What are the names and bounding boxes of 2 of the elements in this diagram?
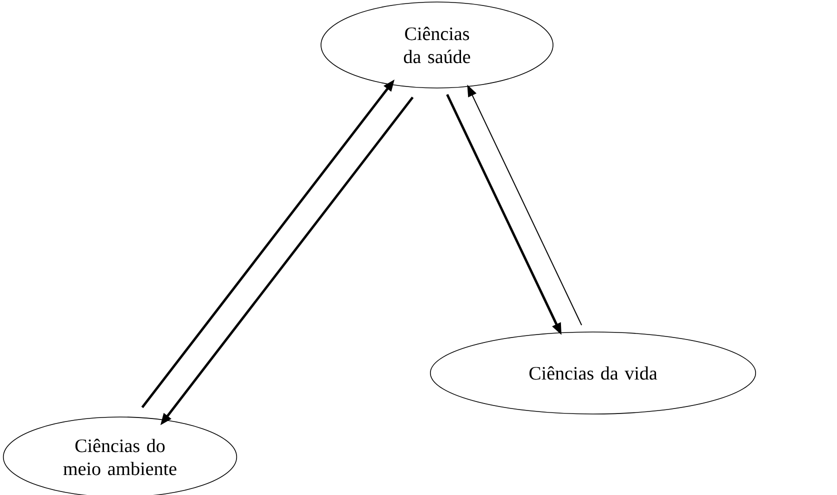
ellipse-node: Ciências da saúde: [320, 2, 554, 88]
ellipse-node: Ciências da vida: [430, 332, 756, 414]
